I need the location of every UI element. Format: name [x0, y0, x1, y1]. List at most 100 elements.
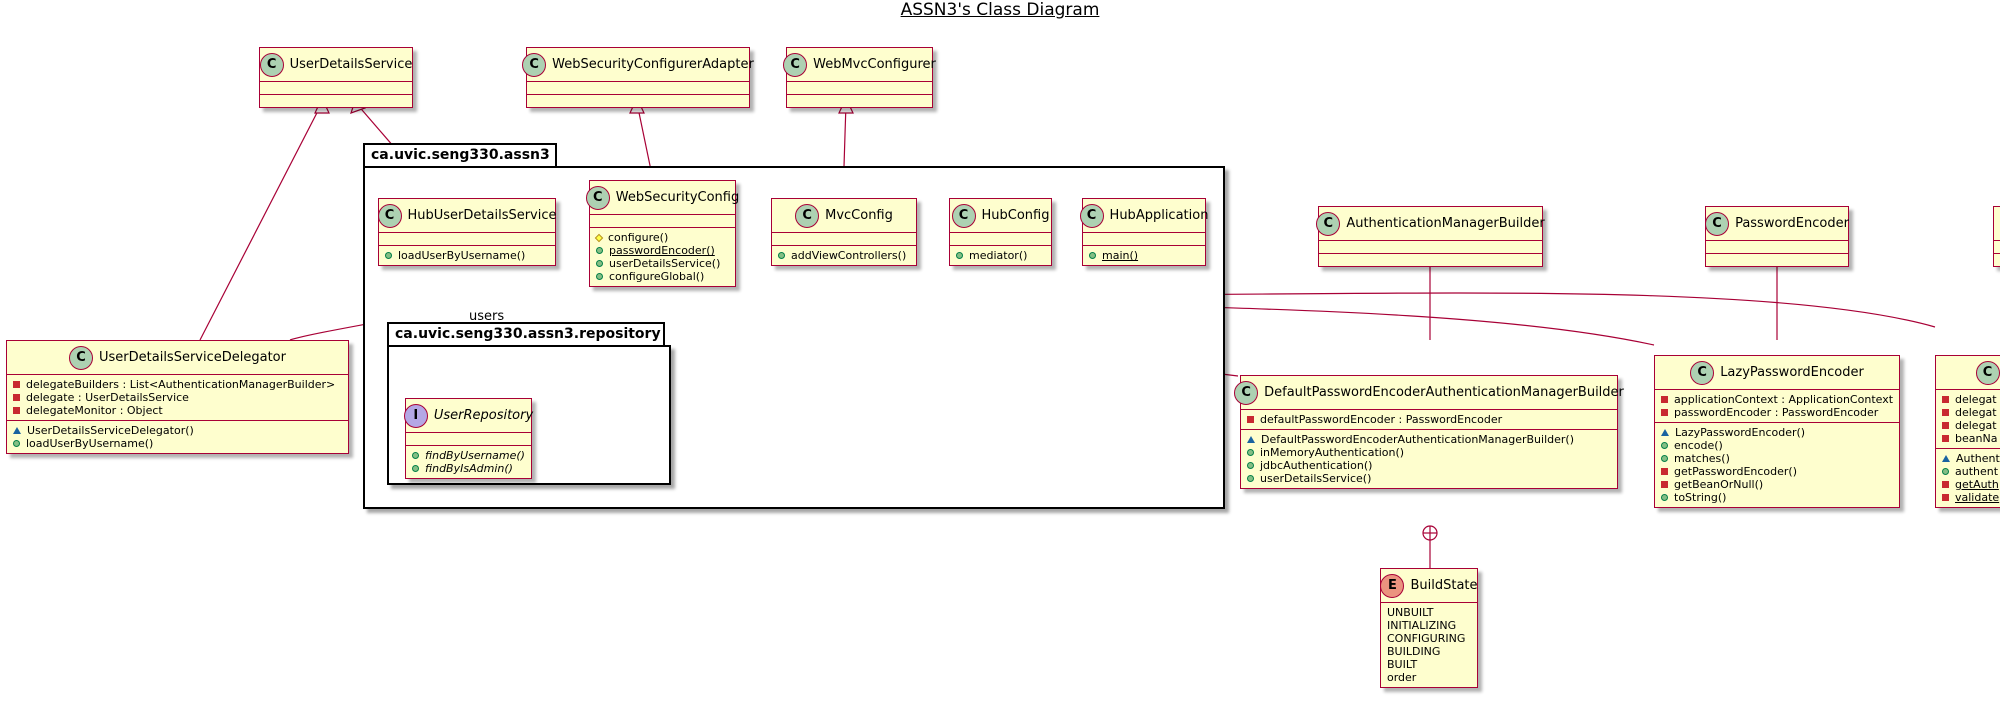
package-label-assn3: ca.uvic.seng330.assn3 — [371, 147, 550, 163]
class-name: AuthenticationManagerBuilder — [1346, 216, 1545, 231]
class-name: WebSecurityConfig — [615, 190, 740, 205]
member-text: getPasswordEncoder() — [1674, 465, 1797, 478]
member-text: configure() — [608, 231, 669, 244]
member-text: toString() — [1674, 491, 1727, 504]
method-row: getBeanOrNull() — [1661, 478, 1893, 491]
member-text: validate — [1955, 491, 2000, 504]
visibility-pub-icon — [596, 260, 603, 267]
class-AuthenticationManagerBuilder[interactable]: C AuthenticationManagerBuilder — [1316, 206, 1545, 267]
visibility-pub-icon — [596, 273, 603, 280]
visibility-pub-icon — [412, 465, 419, 472]
methods-section: DefaultPasswordEncoderAuthenticationMana… — [1241, 430, 1617, 488]
class-icon: C — [951, 203, 976, 228]
member-text: applicationContext : ApplicationContext — [1674, 393, 1894, 406]
member-text: encode() — [1674, 439, 1723, 452]
class-icon: C — [783, 52, 808, 77]
method-row: getPasswordEncoder() — [1661, 465, 1893, 478]
visibility-priv-icon — [1942, 396, 1949, 403]
fields-section: delegateBuilders : List<AuthenticationMa… — [7, 375, 348, 421]
class-icon: C — [1316, 211, 1341, 236]
visibility-pub-icon — [1942, 468, 1949, 475]
visibility-priv-icon — [1942, 435, 1949, 442]
field-row: applicationContext : ApplicationContext — [1661, 393, 1893, 406]
member-text: loadUserByUsername() — [26, 437, 154, 450]
method-row: passwordEncoder() — [596, 244, 729, 257]
method-row: configure() — [594, 231, 729, 244]
interface-icon: I — [403, 403, 428, 428]
fields-section — [1706, 241, 1848, 254]
fields-section — [590, 215, 735, 228]
member-text: authent — [1955, 465, 1999, 478]
visibility-pub-icon — [1247, 462, 1254, 469]
visibility-pub-icon — [13, 440, 20, 447]
method-row: jdbcAuthentication() — [1247, 459, 1611, 472]
methods-section: main() — [1083, 246, 1205, 265]
visibility-pub-icon — [778, 252, 785, 259]
member-text: delegat — [1955, 419, 1997, 432]
member-text: DefaultPasswordEncoderAuthenticationMana… — [1261, 433, 1574, 446]
visibility-pub-icon — [1661, 455, 1668, 462]
method-row: LazyPasswordEncoder() — [1661, 426, 1893, 439]
class-header: C — [1994, 207, 2000, 241]
class-name: HubApplication — [1109, 208, 1209, 223]
fields-section — [787, 82, 932, 95]
member-text: addViewControllers() — [791, 249, 907, 262]
fields-section — [260, 82, 412, 95]
method-row: validate — [1942, 491, 2000, 504]
class-partial-right-edge[interactable]: CAdelegatdelegatdelegatbeanNaAuthentauth… — [1935, 355, 2000, 508]
class-icon: C — [69, 345, 93, 370]
fields-section — [406, 433, 531, 446]
member-text: beanNa — [1955, 432, 1998, 445]
fields-section: defaultPasswordEncoder : PasswordEncoder — [1241, 410, 1617, 430]
class-name: HubUserDetailsService — [407, 208, 557, 223]
method-row: toString() — [1661, 491, 1893, 504]
member-text: mediator() — [969, 249, 1028, 262]
class-icon: C — [259, 52, 284, 77]
member-text: INITIALIZING — [1387, 619, 1457, 632]
visibility-priv-icon — [1661, 481, 1668, 488]
method-row: main() — [1089, 249, 1199, 262]
visibility-pub-icon — [385, 252, 392, 259]
class-icon: C — [585, 185, 610, 210]
class-name: LazyPasswordEncoder — [1720, 365, 1864, 380]
visibility-priv-icon — [1661, 396, 1668, 403]
method-row: findByUsername() — [412, 449, 525, 462]
method-row: UserDetailsServiceDelegator() — [13, 424, 342, 437]
member-text: findByIsAdmin() — [425, 462, 513, 475]
field-row: delegate : UserDetailsService — [13, 391, 342, 404]
visibility-priv-icon — [1661, 409, 1668, 416]
member-text: getBeanOrNull() — [1674, 478, 1764, 491]
visibility-pub-icon — [1661, 494, 1668, 501]
fields-section — [1994, 241, 2000, 254]
package-label-repository: ca.uvic.seng330.assn3.repository — [395, 326, 661, 342]
field-row: defaultPasswordEncoder : PasswordEncoder — [1247, 413, 1611, 426]
member-text: userDetailsService() — [1260, 472, 1372, 485]
class-WebSecurityConfig[interactable]: C WebSecurityConfig configure()passwordEnc… — [585, 180, 740, 287]
member-text: configureGlobal() — [609, 270, 705, 283]
visibility-priv-icon — [13, 394, 20, 401]
methods-section — [787, 95, 932, 107]
method-row: addViewControllers() — [778, 249, 910, 262]
member-text: userDetailsService() — [609, 257, 721, 270]
